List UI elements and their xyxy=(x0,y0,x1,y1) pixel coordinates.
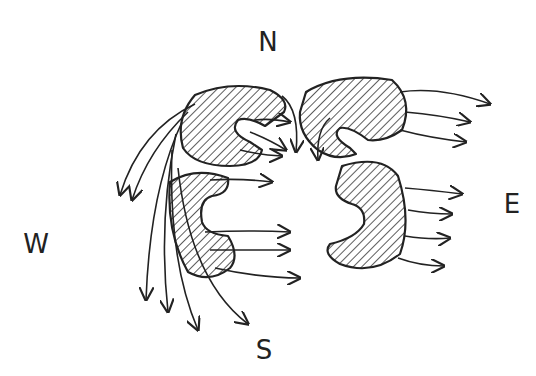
hatched-blob xyxy=(300,78,406,157)
hatched-blob xyxy=(328,162,406,268)
compass-label: W xyxy=(23,231,49,257)
compass-label: N xyxy=(258,29,277,55)
hatched-blob xyxy=(169,173,234,277)
hatched-blob xyxy=(181,86,286,166)
compass-label: E xyxy=(504,191,520,217)
flow-arrows xyxy=(120,91,490,331)
compass-label: S xyxy=(256,337,273,363)
